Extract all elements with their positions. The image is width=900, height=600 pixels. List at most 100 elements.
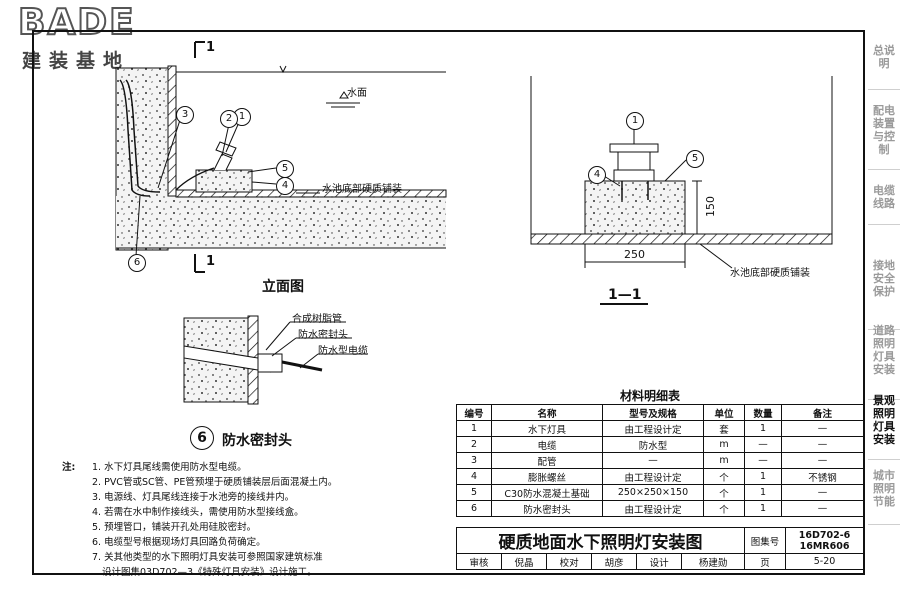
detail-6-view — [183, 315, 368, 405]
water-surface-label: 水面 — [347, 88, 367, 99]
drawing-frame — [32, 30, 865, 575]
section-floor-label: 水池底部硬质铺装 — [730, 268, 810, 279]
table-cell: 1 — [744, 500, 782, 517]
drawing-title: 硬质地面水下照明灯安装图 — [455, 527, 746, 554]
note-line: 5. 预埋管口，铺装开孔处用硅胶密封。 — [92, 522, 257, 533]
tb-cell: 页 — [744, 553, 787, 570]
section-mark-bottom: 1 — [206, 254, 216, 269]
table-cell: 1 — [456, 420, 492, 437]
table-cell: 膨胀螺丝 — [491, 468, 603, 485]
sidebar-item-landscape-lighting[interactable]: 景观照明灯具安装 — [868, 390, 900, 460]
table-cell: 5 — [456, 484, 492, 501]
sidebar-item-distribution[interactable]: 配电装置与控制 — [868, 100, 900, 170]
materials-title: 材料明细表 — [620, 389, 681, 403]
callout-3: 3 — [176, 106, 194, 124]
callout-2: 2 — [220, 110, 238, 128]
col-header: 编号 — [456, 404, 492, 421]
table-cell: 个 — [703, 468, 745, 485]
section-callout-4: 4 — [588, 166, 606, 184]
elevation-title: 立面图 — [262, 279, 304, 295]
callout-5: 5 — [276, 160, 294, 178]
table-cell: 不锈钢 — [781, 468, 864, 485]
table-cell: — — [781, 484, 864, 501]
table-cell: 水下灯具 — [491, 420, 603, 437]
table-cell: 2 — [456, 436, 492, 453]
table-cell: — — [781, 452, 864, 469]
note-line: 设计图集03D702—3《特殊灯具安装》设计施工。 — [102, 567, 317, 578]
detail-number: 6 — [190, 426, 214, 450]
logo-subtitle: 建装基地 — [22, 50, 131, 72]
section-callout-1: 1 — [626, 112, 644, 130]
note-line: 1. 水下灯具尾线需使用防水型电缆。 — [92, 462, 247, 473]
table-cell: 6 — [456, 500, 492, 517]
col-header: 型号及规格 — [602, 404, 704, 421]
table-cell: 套 — [703, 420, 745, 437]
atlas-label: 图集号 — [744, 527, 787, 554]
table-cell: 电缆 — [491, 436, 603, 453]
table-cell: 1 — [744, 420, 782, 437]
notes: 注: 1. 水下灯具尾线需使用防水型电缆。 2. PVC管或SC管、PE管预埋于… — [62, 460, 452, 580]
col-header: 数量 — [744, 404, 782, 421]
tb-cell: 设计 — [636, 553, 683, 570]
elevation-floor-label: 水池底部硬质铺装 — [322, 184, 402, 195]
section-view — [530, 76, 833, 305]
table-cell: — — [781, 436, 864, 453]
chapter-sidebar: 总说明 配电装置与控制 电缆线路 接地安全保护 道路照明灯具安装 景观照明灯具安… — [868, 30, 900, 575]
sidebar-item-energy-saving[interactable]: 城市照明节能 — [868, 465, 900, 525]
note-line: 6. 电缆型号根据现场灯具回路负荷确定。 — [92, 537, 266, 548]
table-cell: 由工程设计定 — [602, 500, 704, 517]
tb-cell: 校对 — [546, 553, 593, 570]
sidebar-item-cable[interactable]: 电缆线路 — [868, 180, 900, 225]
tb-cell: 审核 — [455, 553, 503, 570]
callout-4: 4 — [276, 177, 294, 195]
note-line: 3. 电源线、灯具尾线连接于水池旁的接线井内。 — [92, 492, 295, 503]
col-header: 单位 — [703, 404, 745, 421]
table-cell: 防水型 — [602, 436, 704, 453]
detail-label-resin-pipe: 合成树脂管 — [292, 314, 342, 325]
sidebar-item-grounding[interactable]: 接地安全保护 — [868, 255, 900, 330]
section-dim-width: 250 — [624, 248, 645, 261]
table-cell: 4 — [456, 468, 492, 485]
note-line: 2. PVC管或SC管、PE管预埋于硬质铺装层后面混凝土内。 — [92, 477, 338, 488]
note-line: 4. 若需在水中制作接线头，需使用防水型接线盒。 — [92, 507, 304, 518]
title-block: 硬质地面水下照明灯安装图 图集号 16D702-6 16MR606 审核 倪晶 … — [455, 527, 864, 570]
table-cell: m — [703, 436, 745, 453]
atlas-number: 16D702-6 16MR606 — [785, 527, 864, 554]
title-block-row-2: 审核 倪晶 校对 胡彦 设计 杨建勋 页 5-20 — [455, 553, 864, 570]
table-cell: — — [744, 436, 782, 453]
table-cell: 250×250×150 — [602, 484, 704, 501]
elevation-view — [115, 41, 447, 273]
table-cell: 1 — [744, 484, 782, 501]
table-cell: — — [744, 452, 782, 469]
col-header: 备注 — [781, 404, 864, 421]
section-callout-5: 5 — [686, 150, 704, 168]
logo: BADE 建装基地 — [8, 1, 168, 72]
materials-header-row: 编号 名称 型号及规格 单位 数量 备注 — [456, 404, 864, 421]
table-cell: 由工程设计定 — [602, 468, 704, 485]
page-number: 5-20 — [785, 553, 864, 570]
detail-label-seal-head: 防水密封头 — [298, 330, 348, 341]
tb-cell: 胡彦 — [591, 553, 638, 570]
section-title: 1—1 — [608, 287, 642, 303]
detail-label-cable: 防水型电缆 — [318, 346, 368, 357]
col-header: 名称 — [491, 404, 603, 421]
sidebar-item-road-lighting[interactable]: 道路照明灯具安装 — [868, 320, 900, 400]
logo-brand: BADE — [17, 1, 136, 44]
sidebar-item-general[interactable]: 总说明 — [868, 40, 900, 90]
title-block-row-1: 硬质地面水下照明灯安装图 图集号 16D702-6 16MR606 — [455, 527, 864, 554]
table-cell: 3 — [456, 452, 492, 469]
tb-cell: 杨建勋 — [681, 553, 746, 570]
note-line: 7. 关其他类型的水下照明灯具安装可参照国家建筑标准 — [92, 552, 323, 563]
table-cell: 1 — [744, 468, 782, 485]
section-mark-top: 1 — [206, 40, 216, 55]
section-dim-height: 150 — [704, 196, 717, 217]
table-cell: 防水密封头 — [491, 500, 603, 517]
tb-cell: 倪晶 — [501, 553, 548, 570]
callout-6: 6 — [128, 254, 146, 272]
table-cell: 配管 — [491, 452, 603, 469]
